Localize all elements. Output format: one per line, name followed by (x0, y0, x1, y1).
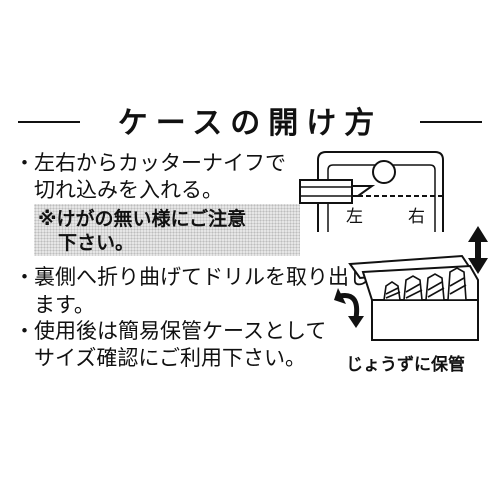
title-rule-right (420, 121, 482, 123)
step3-line1: 使用後は簡易保管ケースとして (34, 319, 327, 343)
caution-line2: 下さい。 (58, 232, 135, 254)
step2-line2: ます。 (34, 293, 95, 317)
page-title: ケースの開け方 (117, 106, 383, 141)
step1-line1: 左右からカッターナイフで (34, 151, 286, 175)
label-right: 右 (408, 207, 425, 227)
step3-line2: サイズ確認にご利用下さい。 (34, 346, 306, 370)
up-down-arrow-icon (468, 226, 488, 274)
step1-bullet: ・ (14, 151, 35, 175)
step2-bullet: ・ (14, 265, 35, 289)
step3-bullet: ・ (14, 319, 35, 343)
caution-line1: ※けがの無い様にご注意 (38, 208, 247, 230)
label-left: 左 (346, 207, 363, 227)
storage-caption: じょうずに保管 (346, 355, 465, 375)
cutter-knife-icon (299, 179, 376, 204)
drill-bits-icon (383, 267, 467, 301)
title-rule-left (18, 121, 80, 123)
step1-line2: 切れ込みを入れる。 (34, 178, 223, 202)
caution-note-box (34, 204, 300, 256)
curved-arrow-icon (334, 288, 364, 328)
step2-line1: 裏側へ折り曲げてドリルを取り出し (34, 265, 370, 289)
